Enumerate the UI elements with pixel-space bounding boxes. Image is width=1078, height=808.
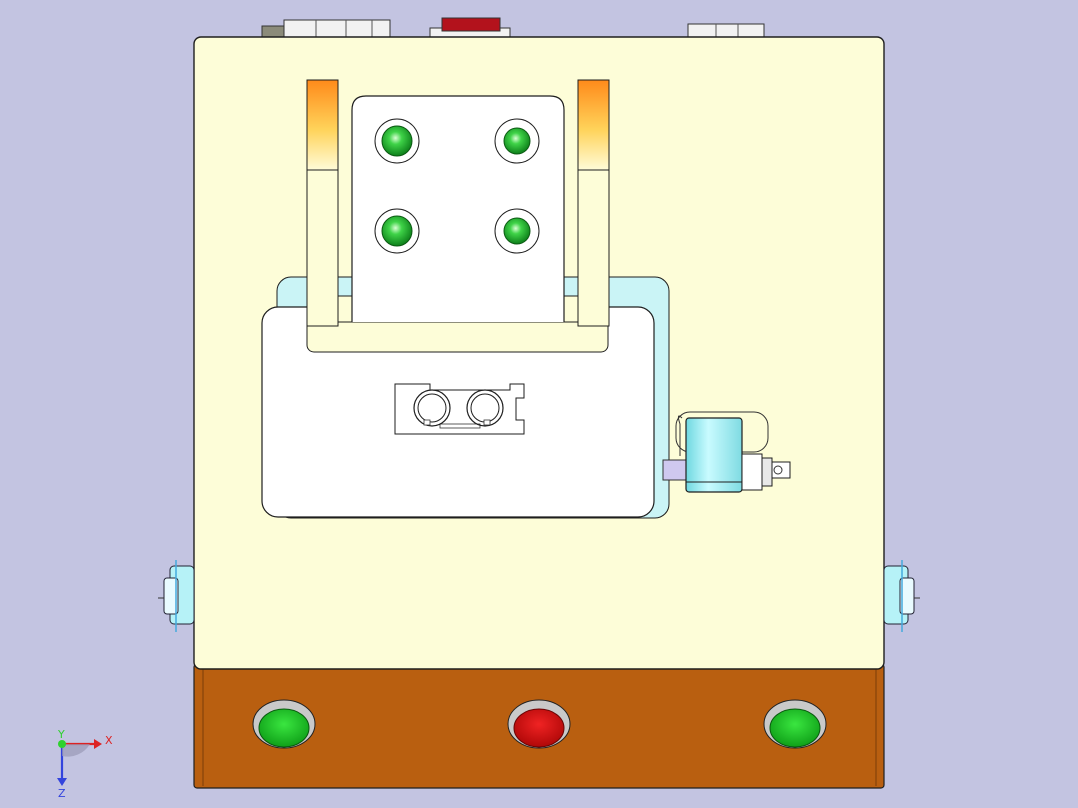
bolt-bottom-right bbox=[494, 208, 540, 254]
bolt-top-right bbox=[494, 118, 540, 164]
bolt-top-left bbox=[374, 118, 420, 164]
pneumatic-cylinder bbox=[662, 411, 791, 493]
z-axis-label: Z bbox=[58, 787, 66, 800]
clamp-ring-part bbox=[394, 383, 525, 435]
right-side-handle[interactable] bbox=[883, 560, 920, 632]
left-start-button[interactable] bbox=[252, 699, 316, 749]
coordinate-triad: X Y Z bbox=[57, 728, 113, 800]
y-axis-label: Y bbox=[57, 728, 65, 741]
center-stop-button[interactable] bbox=[507, 699, 571, 749]
top-red-block bbox=[441, 17, 501, 32]
x-axis-label: X bbox=[105, 734, 113, 747]
top-connectors bbox=[261, 17, 765, 39]
left-side-handle[interactable] bbox=[158, 560, 195, 632]
right-start-button[interactable] bbox=[763, 699, 827, 749]
bolt-bottom-left bbox=[374, 208, 420, 254]
